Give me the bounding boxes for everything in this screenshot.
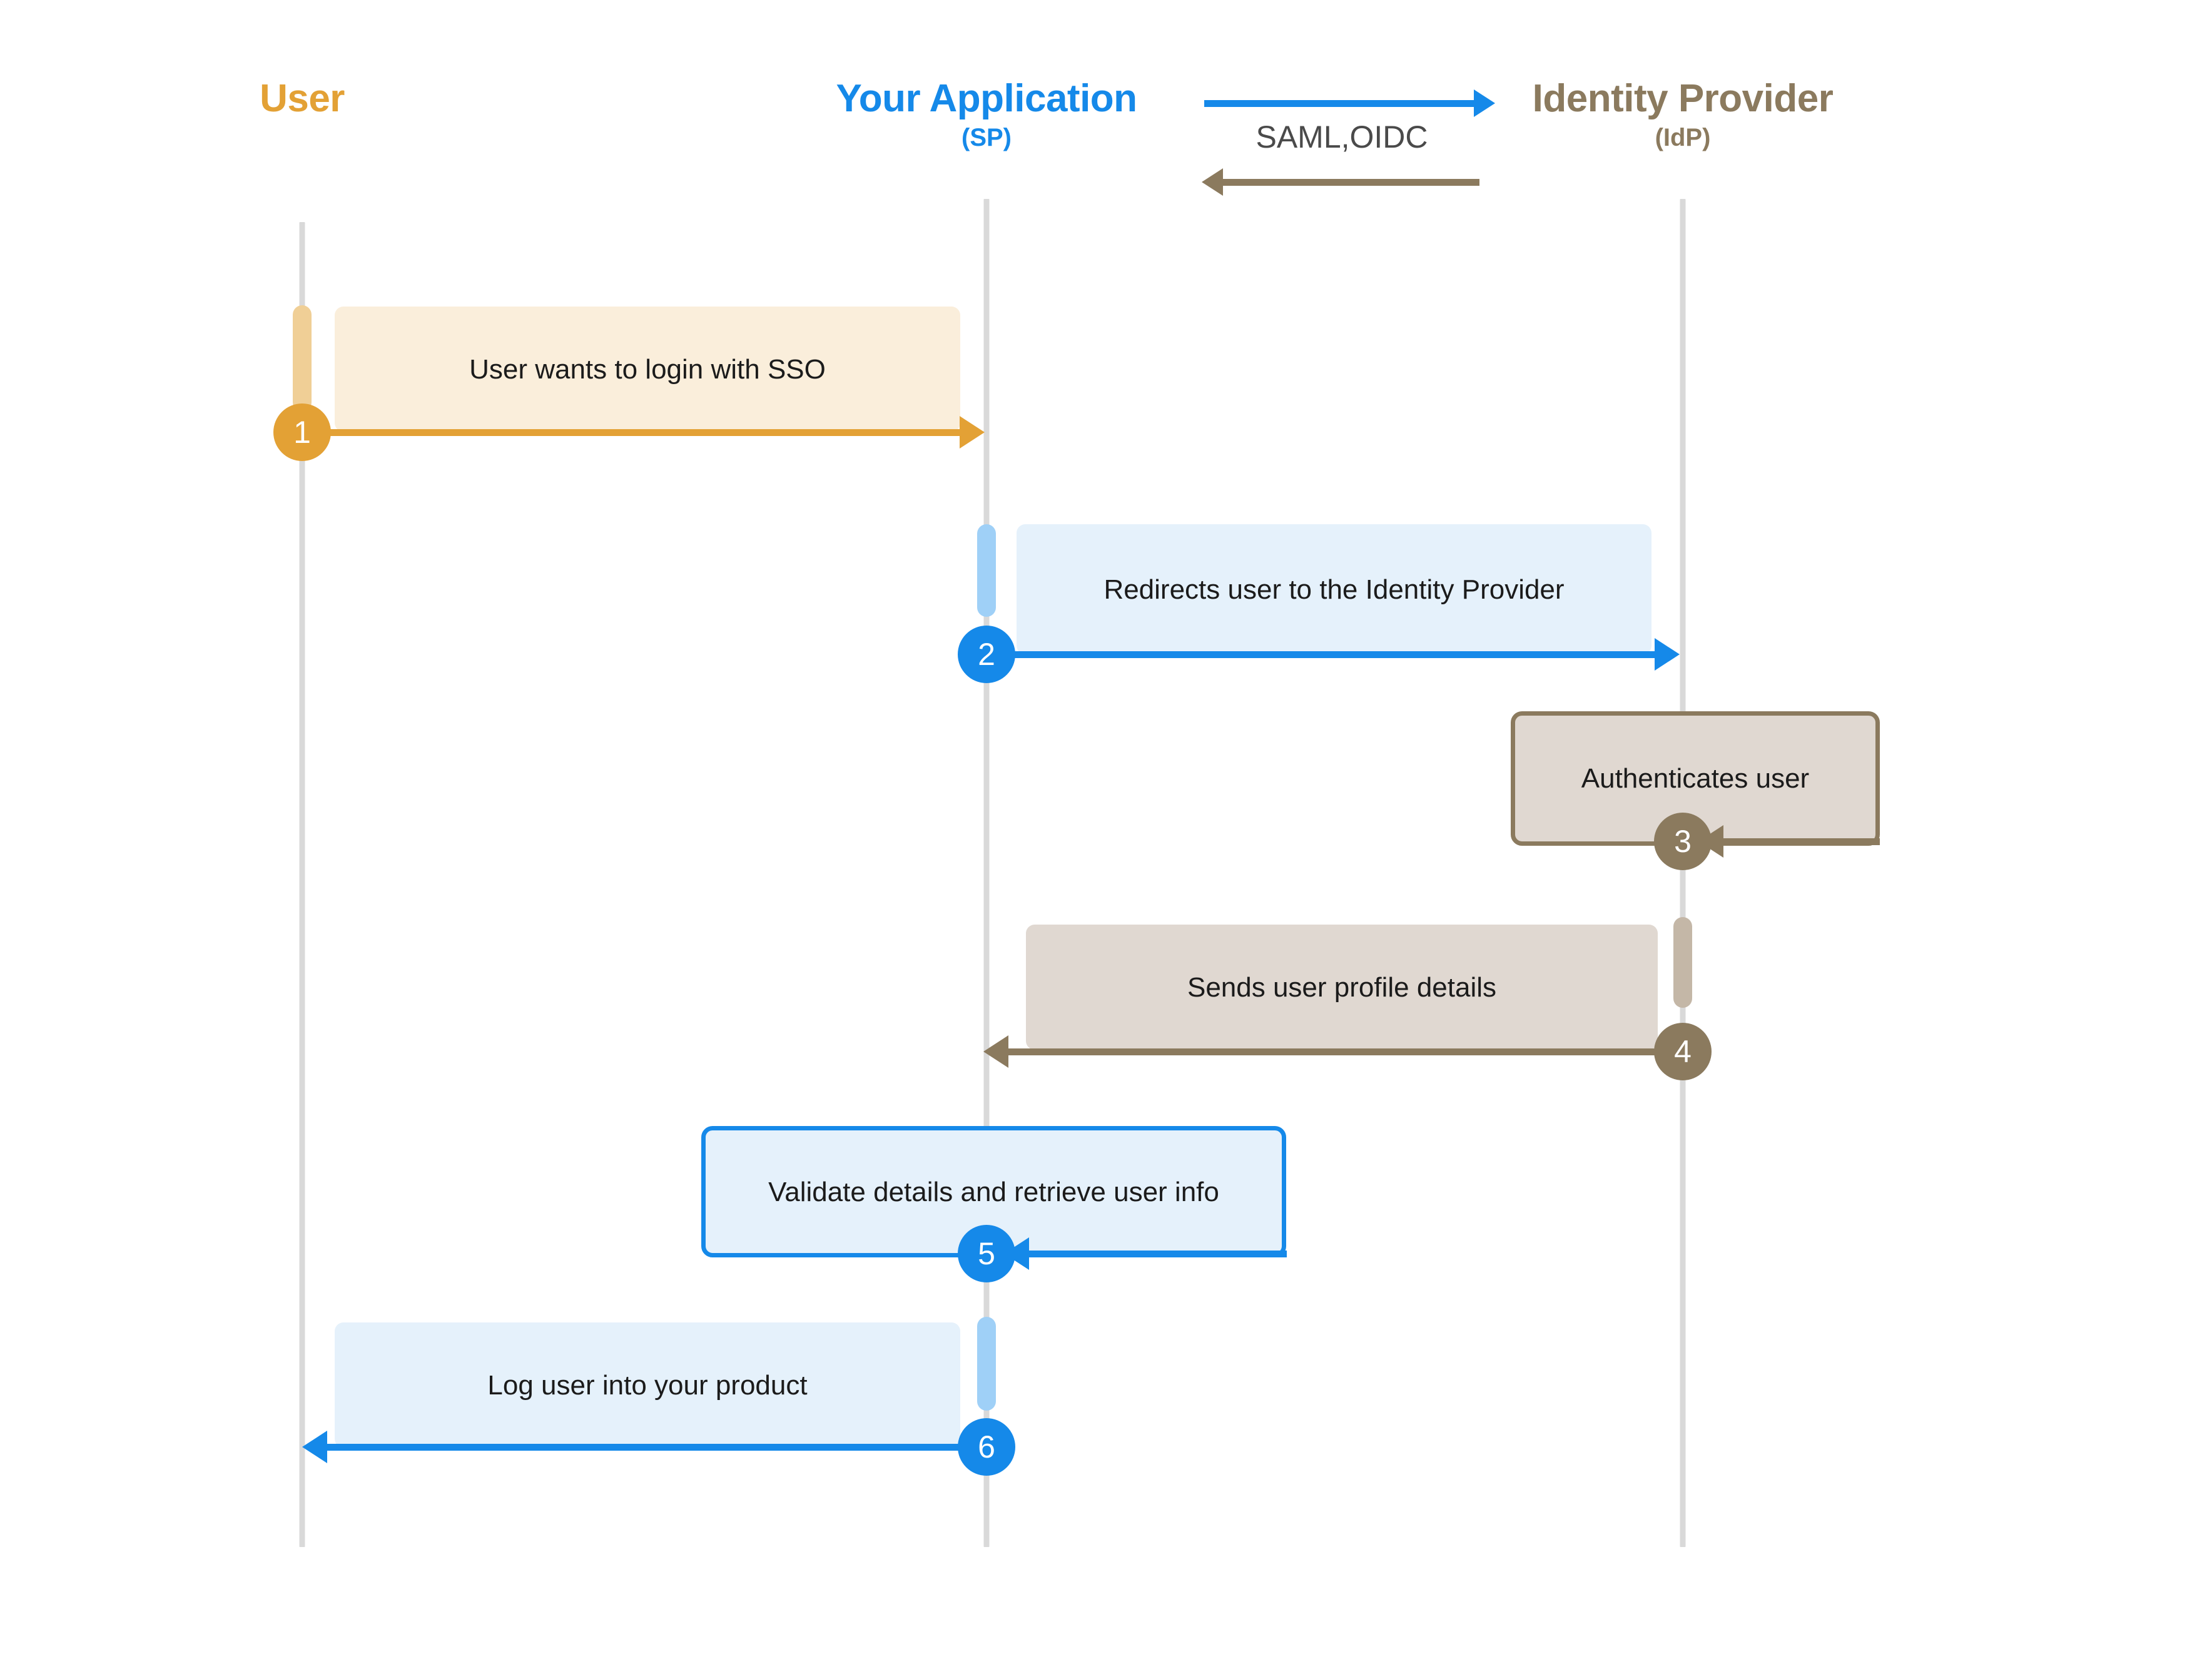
message-arrow-line-step1 [302,429,961,436]
message-arrow-head-step2 [1655,638,1680,671]
message-arrow-line-step4 [1007,1048,1684,1055]
participant-subtitle-app: (SP) [961,124,1012,152]
lifeline-idp [1680,199,1686,1547]
self-message-text-step5: Validate details and retrieve user info [768,1176,1219,1207]
participant-subtitle-idp: (IdP) [1655,124,1711,152]
protocol-inbound-arrow-line [1223,179,1479,186]
message-text-step2: Redirects user to the Identity Provider [1103,574,1565,605]
participant-title-idp: Identity Provider [1532,77,1834,120]
lifeline-app [983,199,990,1547]
step-badge-2[interactable]: 2 [958,626,1015,683]
message-box-step2: Redirects user to the Identity Provider [1017,524,1651,654]
self-arrow-line-step3 [1683,838,1880,845]
message-box-step6: Log user into your product [335,1322,960,1448]
protocol-outbound-arrow-head [1474,89,1495,117]
participant-header-app: Your Application (SP) [836,78,1137,153]
protocol-inbound-arrow-head [1202,168,1223,196]
activation-bar-idp-step4 [1673,917,1692,1008]
message-arrow-line-step2 [987,651,1656,658]
participant-header-idp: Identity Provider (IdP) [1533,78,1834,153]
participant-header-user: User [260,78,345,123]
message-box-step1: User wants to login with SSO [335,307,960,432]
step-badge-1[interactable]: 1 [273,403,331,461]
message-arrow-head-step4 [983,1035,1008,1068]
message-text-step4: Sends user profile details [1187,972,1497,1003]
participant-title-user: User [260,77,345,120]
participant-title-app: Your Application [836,77,1137,120]
activation-bar-app-step6 [977,1317,996,1411]
message-text-step1: User wants to login with SSO [469,353,826,385]
step-badge-4[interactable]: 4 [1654,1023,1712,1080]
self-message-text-step3: Authenticates user [1581,763,1810,794]
activation-bar-user-step1 [293,305,312,412]
message-text-step6: Log user into your product [487,1369,808,1401]
self-arrow-line-step5 [987,1251,1287,1257]
message-arrow-head-step6 [302,1431,327,1463]
step-badge-5[interactable]: 5 [958,1225,1015,1282]
step-badge-3[interactable]: 3 [1654,813,1712,870]
protocol-label: SAML,OIDC [1256,119,1428,155]
message-arrow-line-step6 [325,1444,987,1451]
message-box-step4: Sends user profile details [1026,925,1658,1050]
lifeline-user [299,222,305,1547]
message-arrow-head-step1 [960,416,985,449]
protocol-outbound-arrow-line [1204,100,1476,107]
activation-bar-app-step2 [977,524,996,617]
step-badge-6[interactable]: 6 [958,1418,1015,1476]
